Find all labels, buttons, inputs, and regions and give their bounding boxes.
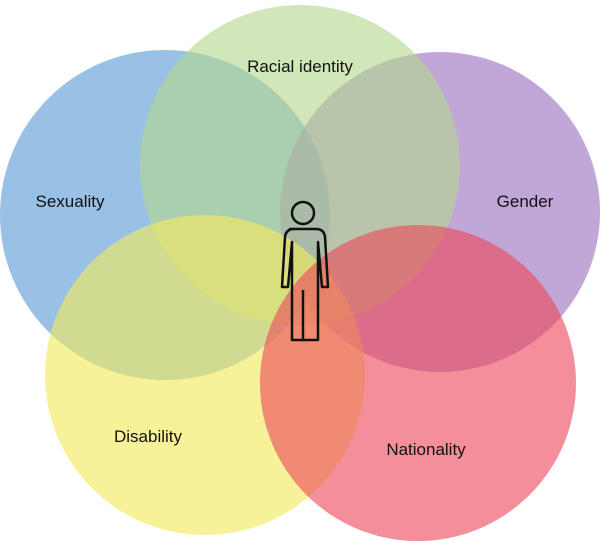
label-racial-identity: Racial identity — [247, 57, 353, 76]
label-sexuality: Sexuality — [36, 192, 105, 211]
label-gender: Gender — [497, 192, 554, 211]
label-disability: Disability — [114, 427, 183, 446]
person-icon — [280, 200, 330, 342]
label-nationality: Nationality — [386, 440, 466, 459]
circle-nationality — [260, 225, 576, 541]
